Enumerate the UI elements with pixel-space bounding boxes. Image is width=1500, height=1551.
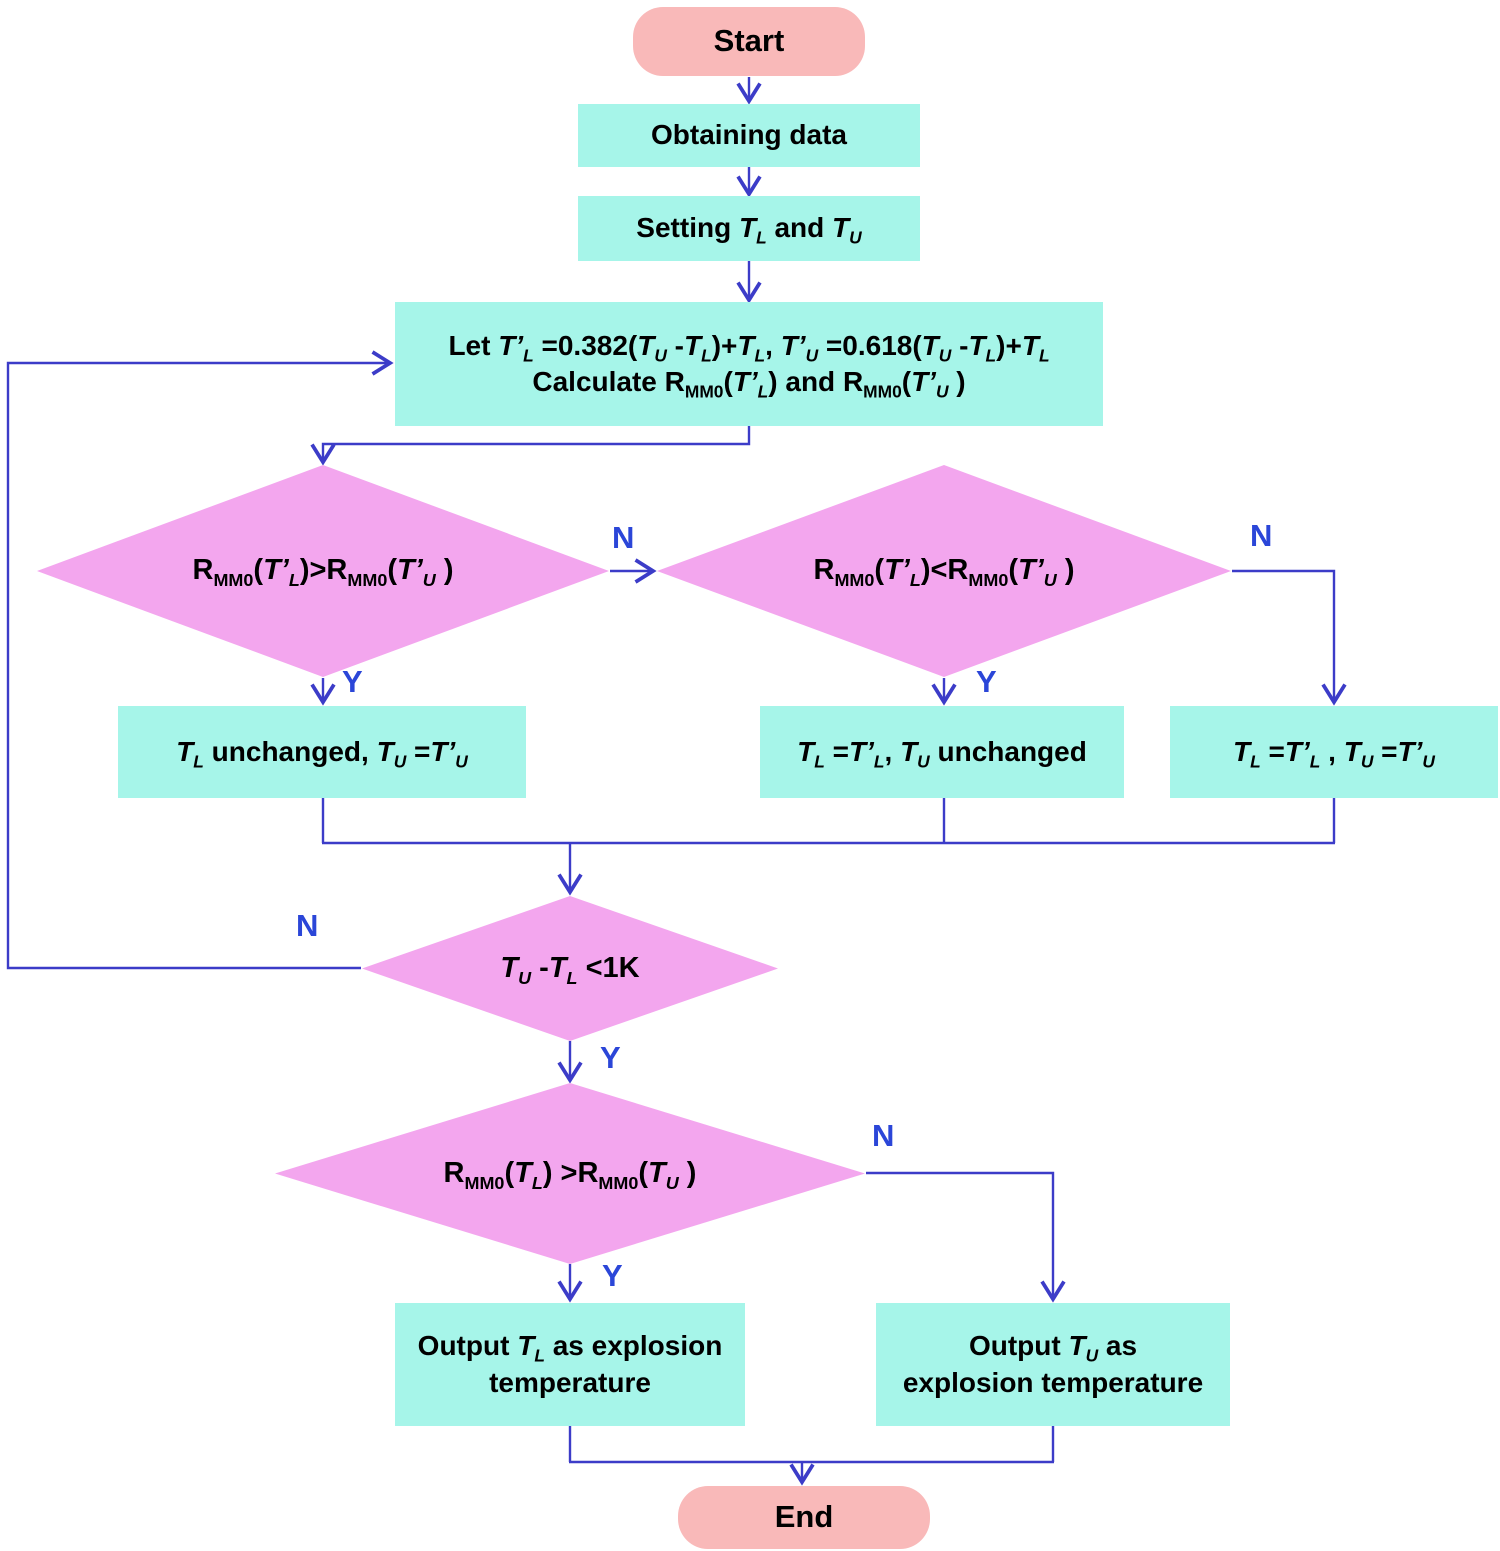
decision-interval-lt-1k: TU -TL <1K — [362, 896, 778, 1041]
decision-final-compare: RMM0(TL) >RMM0(TU ) — [275, 1083, 865, 1264]
process-output-tu: Output TU as explosion temperature — [876, 1303, 1230, 1426]
obtaining-data-label: Obtaining data — [651, 119, 847, 151]
decision-rmm0-greater: RMM0(T’L)>RMM0(T’U ) — [37, 465, 609, 677]
arrow-decision2-no-to-update-both — [1232, 569, 1347, 706]
decision-rmm0-less-label: RMM0(T’L)<RMM0(T’U ) — [813, 554, 1075, 590]
process-update-upper: TL unchanged, TU =T’U — [118, 706, 526, 798]
process-update-both: TL =T’L , TU =T’U — [1170, 706, 1498, 798]
branch-label-no-decision3: N — [296, 908, 319, 943]
output-tl-line2: temperature — [489, 1366, 651, 1398]
process-golden-section: Let T’L =0.382(TU -TL)+TL, T’U =0.618(TU… — [395, 302, 1103, 426]
branch-label-yes-decision3: Y — [600, 1040, 621, 1075]
decision-rmm0-greater-label: RMM0(T’L)>RMM0(T’U ) — [192, 554, 454, 590]
start-terminal: Start — [633, 7, 865, 76]
branch-label-yes-decision4: Y — [602, 1258, 623, 1293]
arrow-golden-to-decision1 — [310, 426, 751, 466]
end-terminal: End — [678, 1486, 930, 1549]
update-upper-label: TL unchanged, TU =T’U — [176, 735, 468, 772]
process-output-tl: Output TL as explosion temperature — [395, 1303, 745, 1426]
start-label: Start — [713, 23, 785, 59]
branch-label-no-decision1: N — [612, 520, 635, 555]
decision-rmm0-less: RMM0(T’L)<RMM0(T’U ) — [657, 465, 1231, 677]
setting-bounds-label: Setting TL and TU — [636, 212, 862, 248]
decision-final-compare-label: RMM0(TL) >RMM0(TU ) — [443, 1156, 697, 1193]
output-tl-line1: Output TL as explosion — [417, 1330, 723, 1366]
update-both-label: TL =T’L , TU =T’U — [1233, 735, 1435, 772]
output-tu-line2: explosion temperature — [902, 1366, 1204, 1398]
branch-label-yes-decision1: Y — [342, 664, 363, 699]
process-setting-bounds: Setting TL and TU — [578, 196, 920, 261]
end-label: End — [774, 1499, 834, 1535]
branch-label-yes-decision2: Y — [976, 664, 997, 699]
arrow-decision4-no-to-output-upper — [866, 1171, 1066, 1303]
golden-section-line2: Calculate RMM0(T’L) and RMM0(T’U ) — [532, 366, 966, 402]
process-update-lower: TL =T’L, TU unchanged — [760, 706, 1124, 798]
branch-label-no-decision2: N — [1250, 518, 1273, 553]
decision-interval-lt-1k-label: TU -TL <1K — [500, 951, 640, 988]
process-obtaining-data: Obtaining data — [578, 104, 920, 167]
update-lower-label: TL =T’L, TU unchanged — [797, 735, 1087, 772]
golden-section-line1: Let T’L =0.382(TU -TL)+TL, T’U =0.618(TU… — [448, 329, 1050, 366]
branch-label-no-decision4: N — [872, 1118, 895, 1153]
output-tu-line1: Output TU as — [968, 1330, 1138, 1366]
